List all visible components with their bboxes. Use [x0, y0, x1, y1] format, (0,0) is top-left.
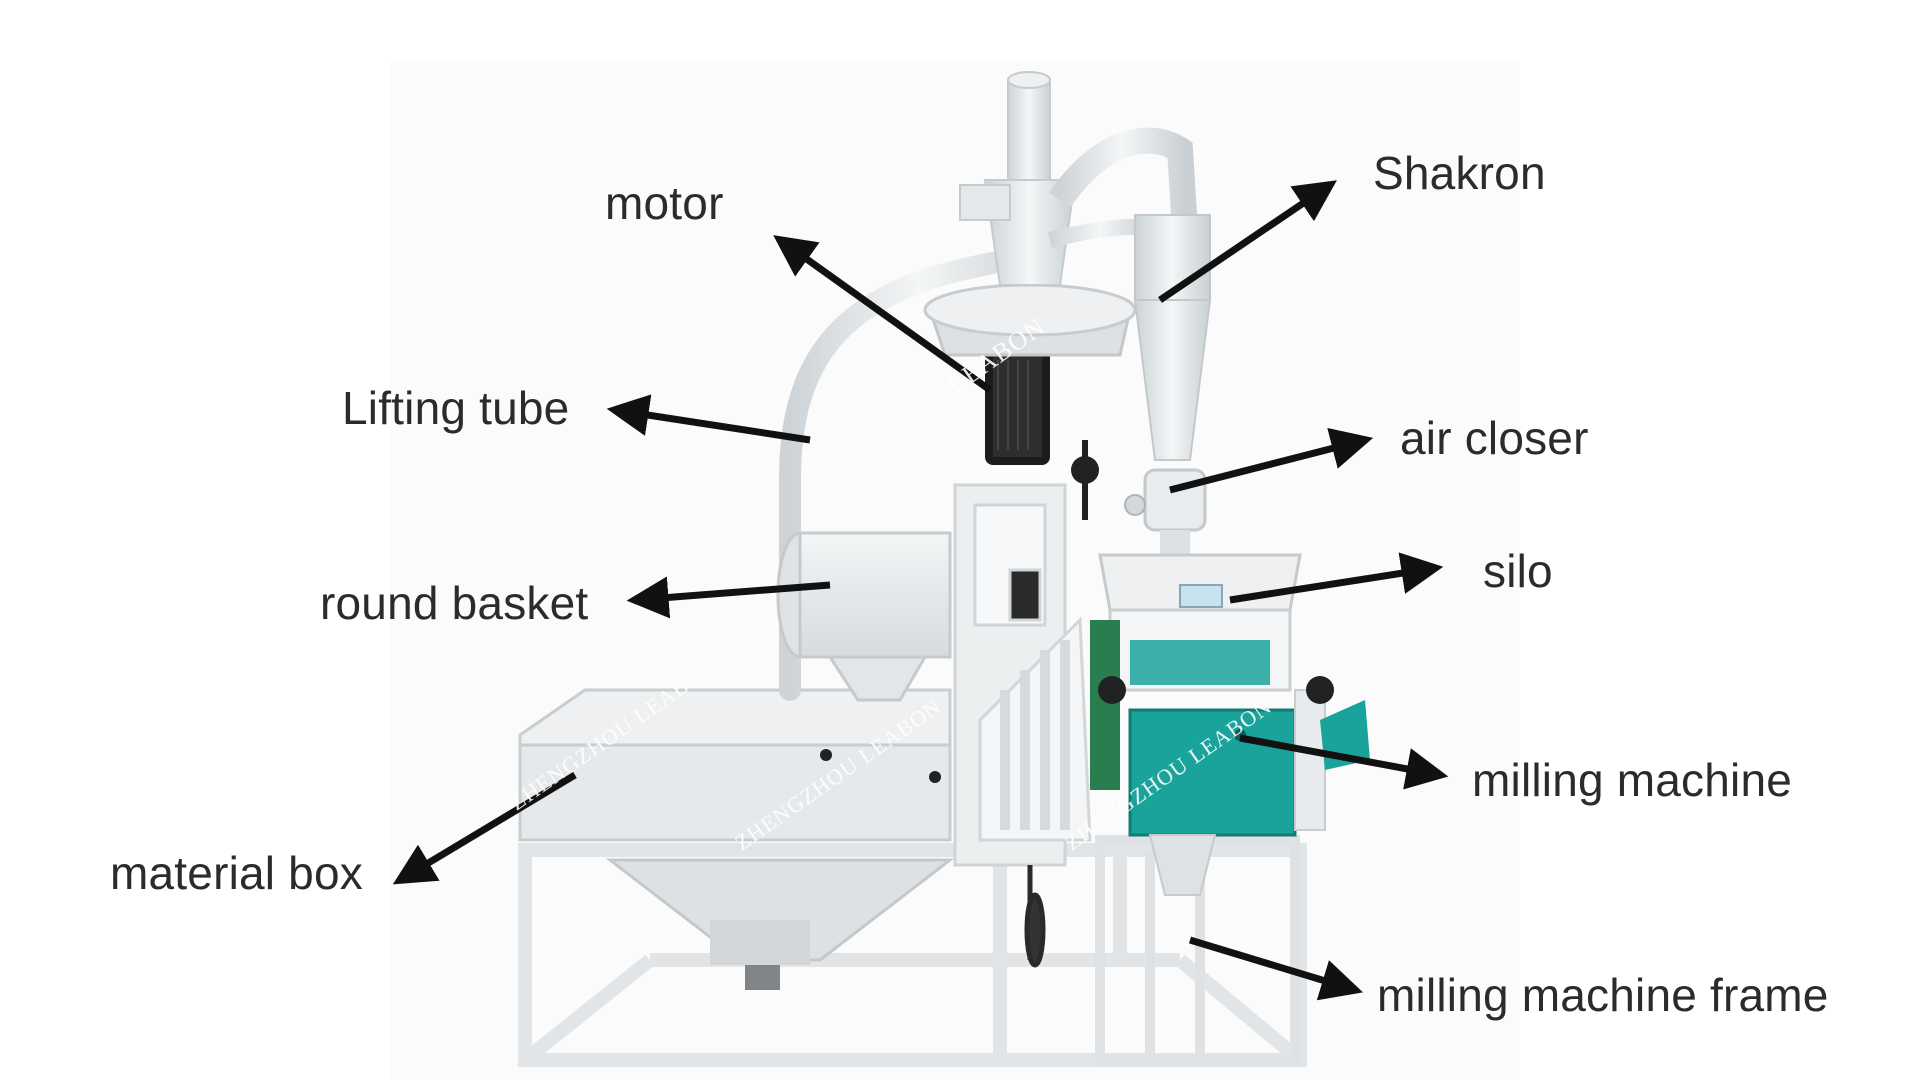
arrow-material-box — [392, 771, 577, 885]
arrow-motor — [773, 235, 993, 393]
round-basket — [776, 531, 952, 702]
connecting-duct — [1049, 127, 1198, 231]
sifter-plate — [923, 283, 1137, 357]
callout-arrows — [392, 180, 1449, 1001]
lifting-tube — [779, 239, 1061, 701]
label-motor: motor — [605, 177, 724, 229]
label-material-box: material box — [110, 847, 363, 899]
label-milling-machine: milling machine — [1472, 754, 1793, 806]
arrow-silo — [1229, 552, 1444, 604]
label-lifting-tube: Lifting tube — [342, 382, 570, 434]
label-air-closer: air closer — [1400, 412, 1589, 464]
motor — [985, 345, 1099, 520]
drive-belt — [1024, 865, 1046, 968]
arrow-air-closer — [1169, 428, 1374, 494]
label-round-basket: round basket — [320, 577, 589, 629]
arrow-milling-machine — [1239, 734, 1449, 790]
material-box — [518, 688, 955, 990]
arrow-milling-machine-frame — [1188, 936, 1364, 1001]
label-milling-machine-frame: milling machine frame — [1377, 969, 1829, 1021]
silo — [1098, 553, 1302, 612]
milling-machine — [1090, 608, 1370, 896]
arrow-round-basket — [626, 576, 831, 619]
upper-cyclone — [959, 71, 1077, 286]
label-shakron: Shakron — [1373, 147, 1546, 199]
label-silo: silo — [1483, 545, 1553, 597]
safety-grille — [978, 616, 1092, 842]
arrow-lifting-tube — [606, 394, 811, 444]
arrow-shakron — [1158, 180, 1337, 303]
shakron-cyclone — [1133, 214, 1212, 461]
air-closer — [1124, 468, 1207, 555]
